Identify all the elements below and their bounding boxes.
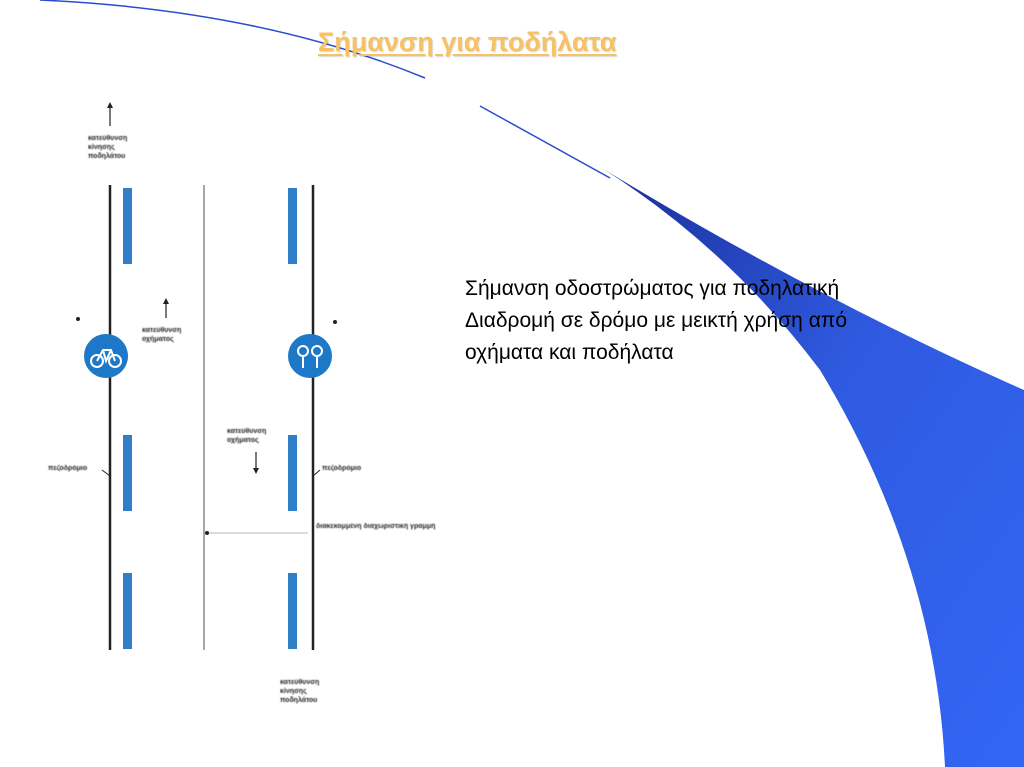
body-line: Σήμανση οδοστρώματος για ποδηλατική bbox=[465, 277, 840, 300]
label-direction-bike-bottom: κατεύθυνση κίνησης ποδηλάτου bbox=[280, 679, 320, 704]
road-marking-diagram: κατεύθυνση κίνησης ποδηλάτου κατεύθυνση … bbox=[30, 90, 490, 730]
label-left-curb: πεζοδρόμιο bbox=[48, 465, 88, 472]
bicycle-sign-icon bbox=[84, 334, 128, 378]
label-right-curb: πεζοδρόμιο bbox=[322, 465, 362, 472]
label-direction-bike-top: κατεύθυνση κίνησης ποδηλάτου bbox=[88, 135, 128, 160]
label-vehicle-direction-down: κατεύθυνση οχήματος bbox=[227, 428, 267, 444]
slide-title: Σήμανση για ποδήλατα bbox=[318, 27, 617, 57]
body-line: οχήματα και ποδήλατα bbox=[465, 341, 674, 364]
slide-body-text: Σήμανση οδοστρώματος για ποδηλατική Διαδ… bbox=[465, 273, 1024, 369]
label-vehicle-direction-up: κατεύθυνση οχήματος bbox=[142, 327, 182, 343]
cyclist-sign-icon bbox=[288, 334, 332, 378]
road-lines bbox=[76, 102, 337, 650]
body-line: Διαδρομή σε δρόμο με μεικτή χρήση από bbox=[465, 309, 848, 332]
label-center-line: διακεκομμένη διαχωριστική γραμμή bbox=[316, 523, 436, 530]
